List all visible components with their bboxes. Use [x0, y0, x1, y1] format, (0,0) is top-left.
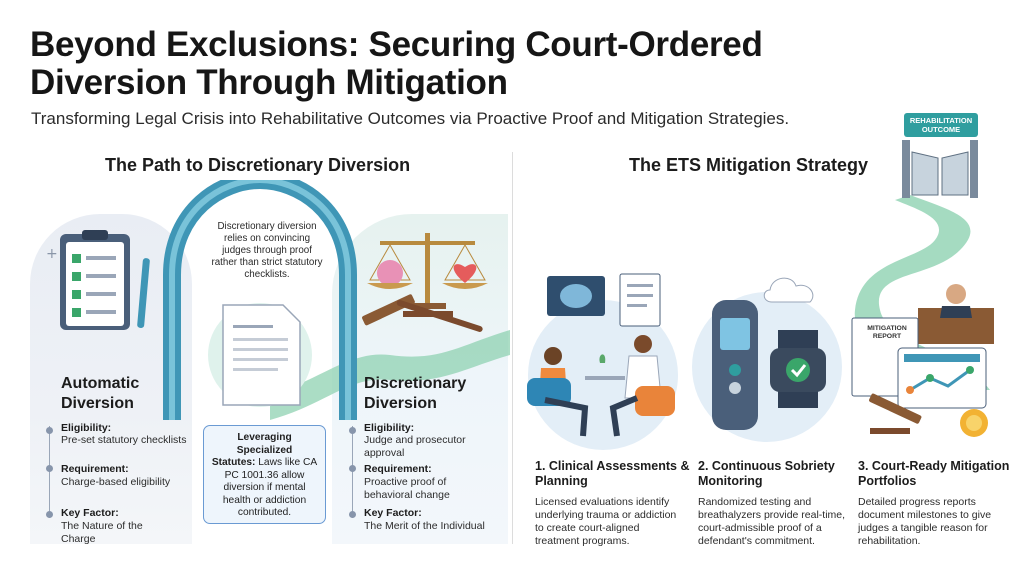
section-divider [512, 152, 513, 544]
discretionary-eligibility-text: Judge and prosecutor approval [364, 434, 466, 459]
automatic-requirement-text: Charge-based eligibility [61, 476, 171, 488]
page-title: Beyond Exclusions: Securing Court-Ordere… [30, 25, 763, 102]
discretionary-diversion-title: Discretionary Diversion [364, 375, 467, 412]
automatic-timeline-line [49, 426, 50, 518]
timeline-dot [46, 465, 53, 472]
discretionary-requirement-text: Proactive proof of behavioral change [364, 476, 450, 501]
timeline-dot [349, 465, 356, 472]
statutes-label: Statutes: [211, 457, 256, 468]
discretionary-key-factor-label: Key Factor: [364, 507, 422, 519]
automatic-diversion-title: Automatic Diversion [61, 375, 140, 412]
statutes-heading: Leveraging Specialized [236, 432, 293, 456]
mitigation-report-label: MITIGATION REPORT [867, 325, 907, 340]
step1-title: 1. Clinical Assessments & Planning [535, 459, 690, 488]
step2-title: 2. Continuous Sobriety Monitoring [698, 459, 835, 488]
timeline-dot [349, 427, 356, 434]
page-subtitle: Transforming Legal Crisis into Rehabilit… [31, 109, 790, 128]
automatic-eligibility-label: Eligibility: [61, 422, 112, 434]
rehabilitation-outcome-badge: REHABILITATION OUTCOME [904, 113, 978, 137]
step1-text: Licensed evaluations identify underlying… [535, 496, 677, 547]
discretionary-requirement-label: Requirement: [364, 463, 432, 475]
arch-callout: Discretionary diversion relies on convin… [211, 221, 323, 280]
left-section-heading: The Path to Discretionary Diversion [105, 155, 411, 175]
automatic-key-factor-label: Key Factor: [61, 507, 119, 519]
scales-gavel-icon [362, 233, 488, 332]
discretionary-timeline-line [352, 426, 353, 518]
step2-text: Randomized testing and breathalyzers pro… [698, 496, 846, 547]
arch-path-illustration [163, 180, 510, 420]
court-portfolio-icon [851, 284, 994, 437]
timeline-dot [349, 511, 356, 518]
timeline-dot [46, 427, 53, 434]
automatic-requirement-label: Requirement: [61, 463, 129, 475]
timeline-dot [46, 511, 53, 518]
sobriety-monitoring-icon [712, 277, 826, 430]
step3-text: Detailed progress reports document miles… [858, 496, 992, 547]
discretionary-eligibility-label: Eligibility: [364, 422, 415, 434]
step3-title: 3. Court-Ready Mitigation Portfolios [858, 459, 1010, 488]
statutes-text: Laws like CA PC 1001.36 allow diversion … [222, 457, 318, 518]
document-icon [208, 303, 312, 407]
specialized-statutes-box: Leveraging Specialized Statutes: Laws li… [203, 425, 326, 524]
svg-text:+: + [46, 246, 58, 262]
automatic-key-factor-text: The Nature of the Charge [61, 520, 143, 545]
clinical-assessment-icon [527, 273, 675, 437]
automatic-eligibility-text: Pre-set statutory checklists [61, 434, 187, 446]
discretionary-key-factor-text: The Merit of the Individual [364, 520, 485, 532]
right-section-heading: The ETS Mitigation Strategy [629, 155, 869, 175]
checklist-clipboard-icon: + [46, 230, 150, 330]
